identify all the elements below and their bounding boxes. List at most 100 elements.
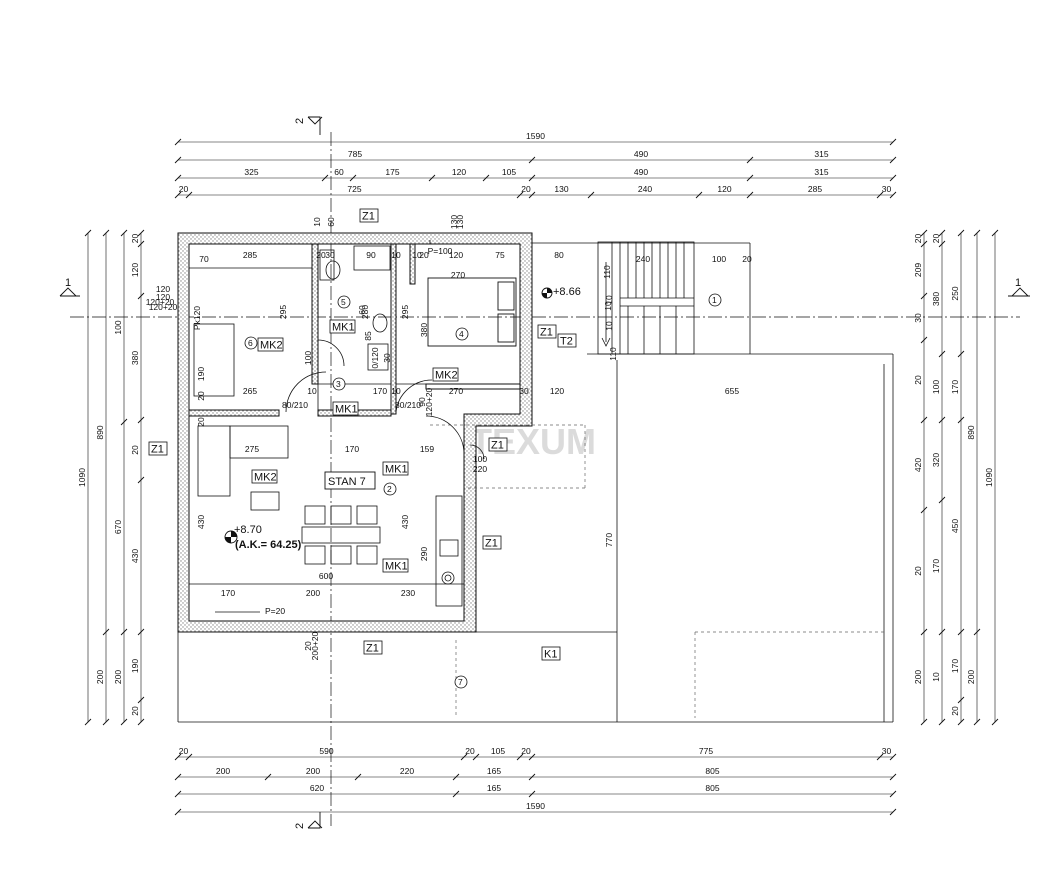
dim-tick [889,174,897,182]
dim-value: 20 [130,234,140,244]
dim-tick [264,773,272,781]
dim-tick [174,191,182,199]
dim-tick [889,773,897,781]
interior-dim-value: 10 [603,301,613,311]
section-mark-1-right-label: 1 [1015,277,1021,289]
interior-dim-value: 60 [326,217,336,227]
interior-dim-value: 280 [360,305,370,319]
tag-box [363,640,383,655]
dim-value: 170 [950,380,960,394]
tag-label: MK1 [329,319,356,334]
dim-tick [84,229,92,237]
level-upper: +8.66 [553,286,581,298]
dim-value: 170 [950,659,960,673]
interior-dim-value: 100 [712,254,726,264]
interior-dim-value: 60 [357,305,367,315]
dim-value: 20 [913,566,923,576]
dim-value: 200 [913,670,923,684]
dim-tick [137,718,145,726]
dim-tick [973,718,981,726]
dim-value: 20 [179,184,189,194]
dim-value: 775 [699,746,713,756]
dim-tick [876,191,884,199]
dim-value: 315 [814,149,828,159]
dim-value: 20 [913,375,923,385]
tag-box [329,319,356,334]
tag-label: MK1 [382,558,409,573]
dim-tick [920,240,928,248]
interior-dim-value: 30 [382,353,392,363]
dim-tick [120,229,128,237]
dim-value: 805 [705,766,719,776]
dim-value: 620 [310,783,324,793]
interior-dim-value: 10 [391,250,401,260]
interior-dim-value: 30 [519,386,529,396]
interior-dim-value: Pk120 [192,306,202,330]
dim-value: 890 [966,425,976,439]
dim-value: 30 [882,746,892,756]
tag-box [382,558,409,573]
dim-tick [938,350,946,358]
dim-value: 325 [244,167,258,177]
dim-tick [938,496,946,504]
dim-tick [460,753,468,761]
interior-dim-value: 130 [449,215,459,229]
dim-value: 490 [634,149,648,159]
dim-value: 1590 [526,801,545,811]
room-numbers [244,293,722,689]
tag-label: K1 [541,646,561,661]
interior-dim-value: 10 [604,295,614,305]
bathroom-fixtures [319,245,391,371]
dim-tick [528,156,536,164]
dim-tick [185,753,193,761]
interior-dim-value: 600 [319,571,333,581]
dim-tick [428,174,436,182]
dim-tick [174,773,182,781]
dim-tick [889,191,897,199]
dim-value: 20 [465,746,475,756]
dim-value: 725 [347,184,361,194]
dim-tick [889,808,897,816]
staircase [597,241,695,355]
dim-tick [174,138,182,146]
interior-dim-value: 110 [608,347,618,361]
unit-label: STAN 7 [328,476,366,488]
interior-dim-value: 20 [196,417,206,427]
dim-tick [938,240,946,248]
dim-value: 120 [452,167,466,177]
dim-tick [889,156,897,164]
interior-dim-value: 430 [196,515,206,529]
dim-tick [957,229,965,237]
tag-text: Z1 [485,538,498,550]
tag-label: T2 [557,333,577,348]
tag-text: Z1 [362,211,375,223]
dim-tick [452,790,460,798]
dim-tick [938,718,946,726]
dim-tick [321,174,329,182]
interior-dim-value: 170 [345,444,359,454]
dim-value: 165 [487,783,501,793]
dim-tick [482,174,490,182]
section-mark-2-top-label: 2 [294,118,306,124]
dim-tick [120,628,128,636]
dim-value: 20 [521,746,531,756]
dim-value: 10 [931,672,941,682]
tag-text: MK1 [335,404,358,416]
interior-dim-value: 120+20 [149,302,178,312]
area-label: (A.K.= 64.25) [235,539,302,551]
level-marker-upper [541,287,553,299]
room-number-6: 6 [248,338,253,348]
dim-value: 200 [113,670,123,684]
tag-text: MK1 [332,322,355,334]
tag-label: Z1 [359,208,379,223]
tag-box [482,535,502,550]
dim-tick [349,174,357,182]
tag-label: Z1 [482,535,502,550]
